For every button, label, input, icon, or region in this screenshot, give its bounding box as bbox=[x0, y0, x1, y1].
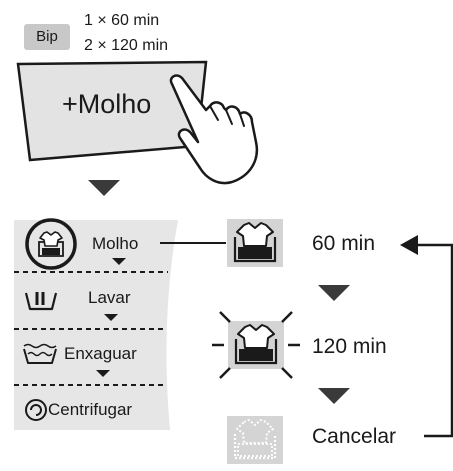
flow-arrow-down bbox=[318, 388, 350, 404]
soak-icon bbox=[233, 222, 277, 263]
panel-button-label: +Molho bbox=[62, 89, 152, 119]
menu-item-centrifugar: Centrifugar bbox=[48, 400, 133, 419]
state-cancel-icon-box bbox=[227, 416, 283, 464]
soak-cancelled-icon bbox=[233, 419, 277, 460]
menu-item-lavar: Lavar bbox=[88, 288, 131, 307]
wash-icon bbox=[24, 292, 58, 311]
beep-count-120: 2 × 120 min bbox=[84, 37, 169, 54]
state-60-icon-box bbox=[227, 219, 283, 267]
menu-item-enxaguar: Enxaguar bbox=[64, 344, 137, 363]
beep-count-60: 1 × 60 min bbox=[84, 12, 160, 29]
flow-arrow-down bbox=[318, 285, 350, 301]
state-cancel-label: Cancelar bbox=[312, 425, 397, 448]
state-60-label: 60 min bbox=[312, 232, 376, 255]
menu-arrow-down bbox=[104, 314, 118, 321]
return-arrowhead bbox=[400, 235, 418, 255]
soak-blinking-icon bbox=[212, 311, 300, 379]
beep-badge: Bip bbox=[24, 24, 70, 50]
menu-item-molho: Molho bbox=[92, 234, 139, 253]
soak-icon bbox=[38, 231, 64, 257]
state-120-label: 120 min bbox=[312, 335, 387, 358]
menu-arrow-down bbox=[96, 370, 110, 377]
rinse-icon bbox=[23, 343, 57, 364]
menu-arrow-down bbox=[112, 258, 126, 265]
spin-icon bbox=[25, 399, 47, 421]
hand-pointer-icon bbox=[169, 74, 259, 185]
flow-arrow-down bbox=[88, 180, 120, 196]
return-arrow bbox=[418, 243, 453, 438]
selection-ring bbox=[25, 218, 77, 270]
